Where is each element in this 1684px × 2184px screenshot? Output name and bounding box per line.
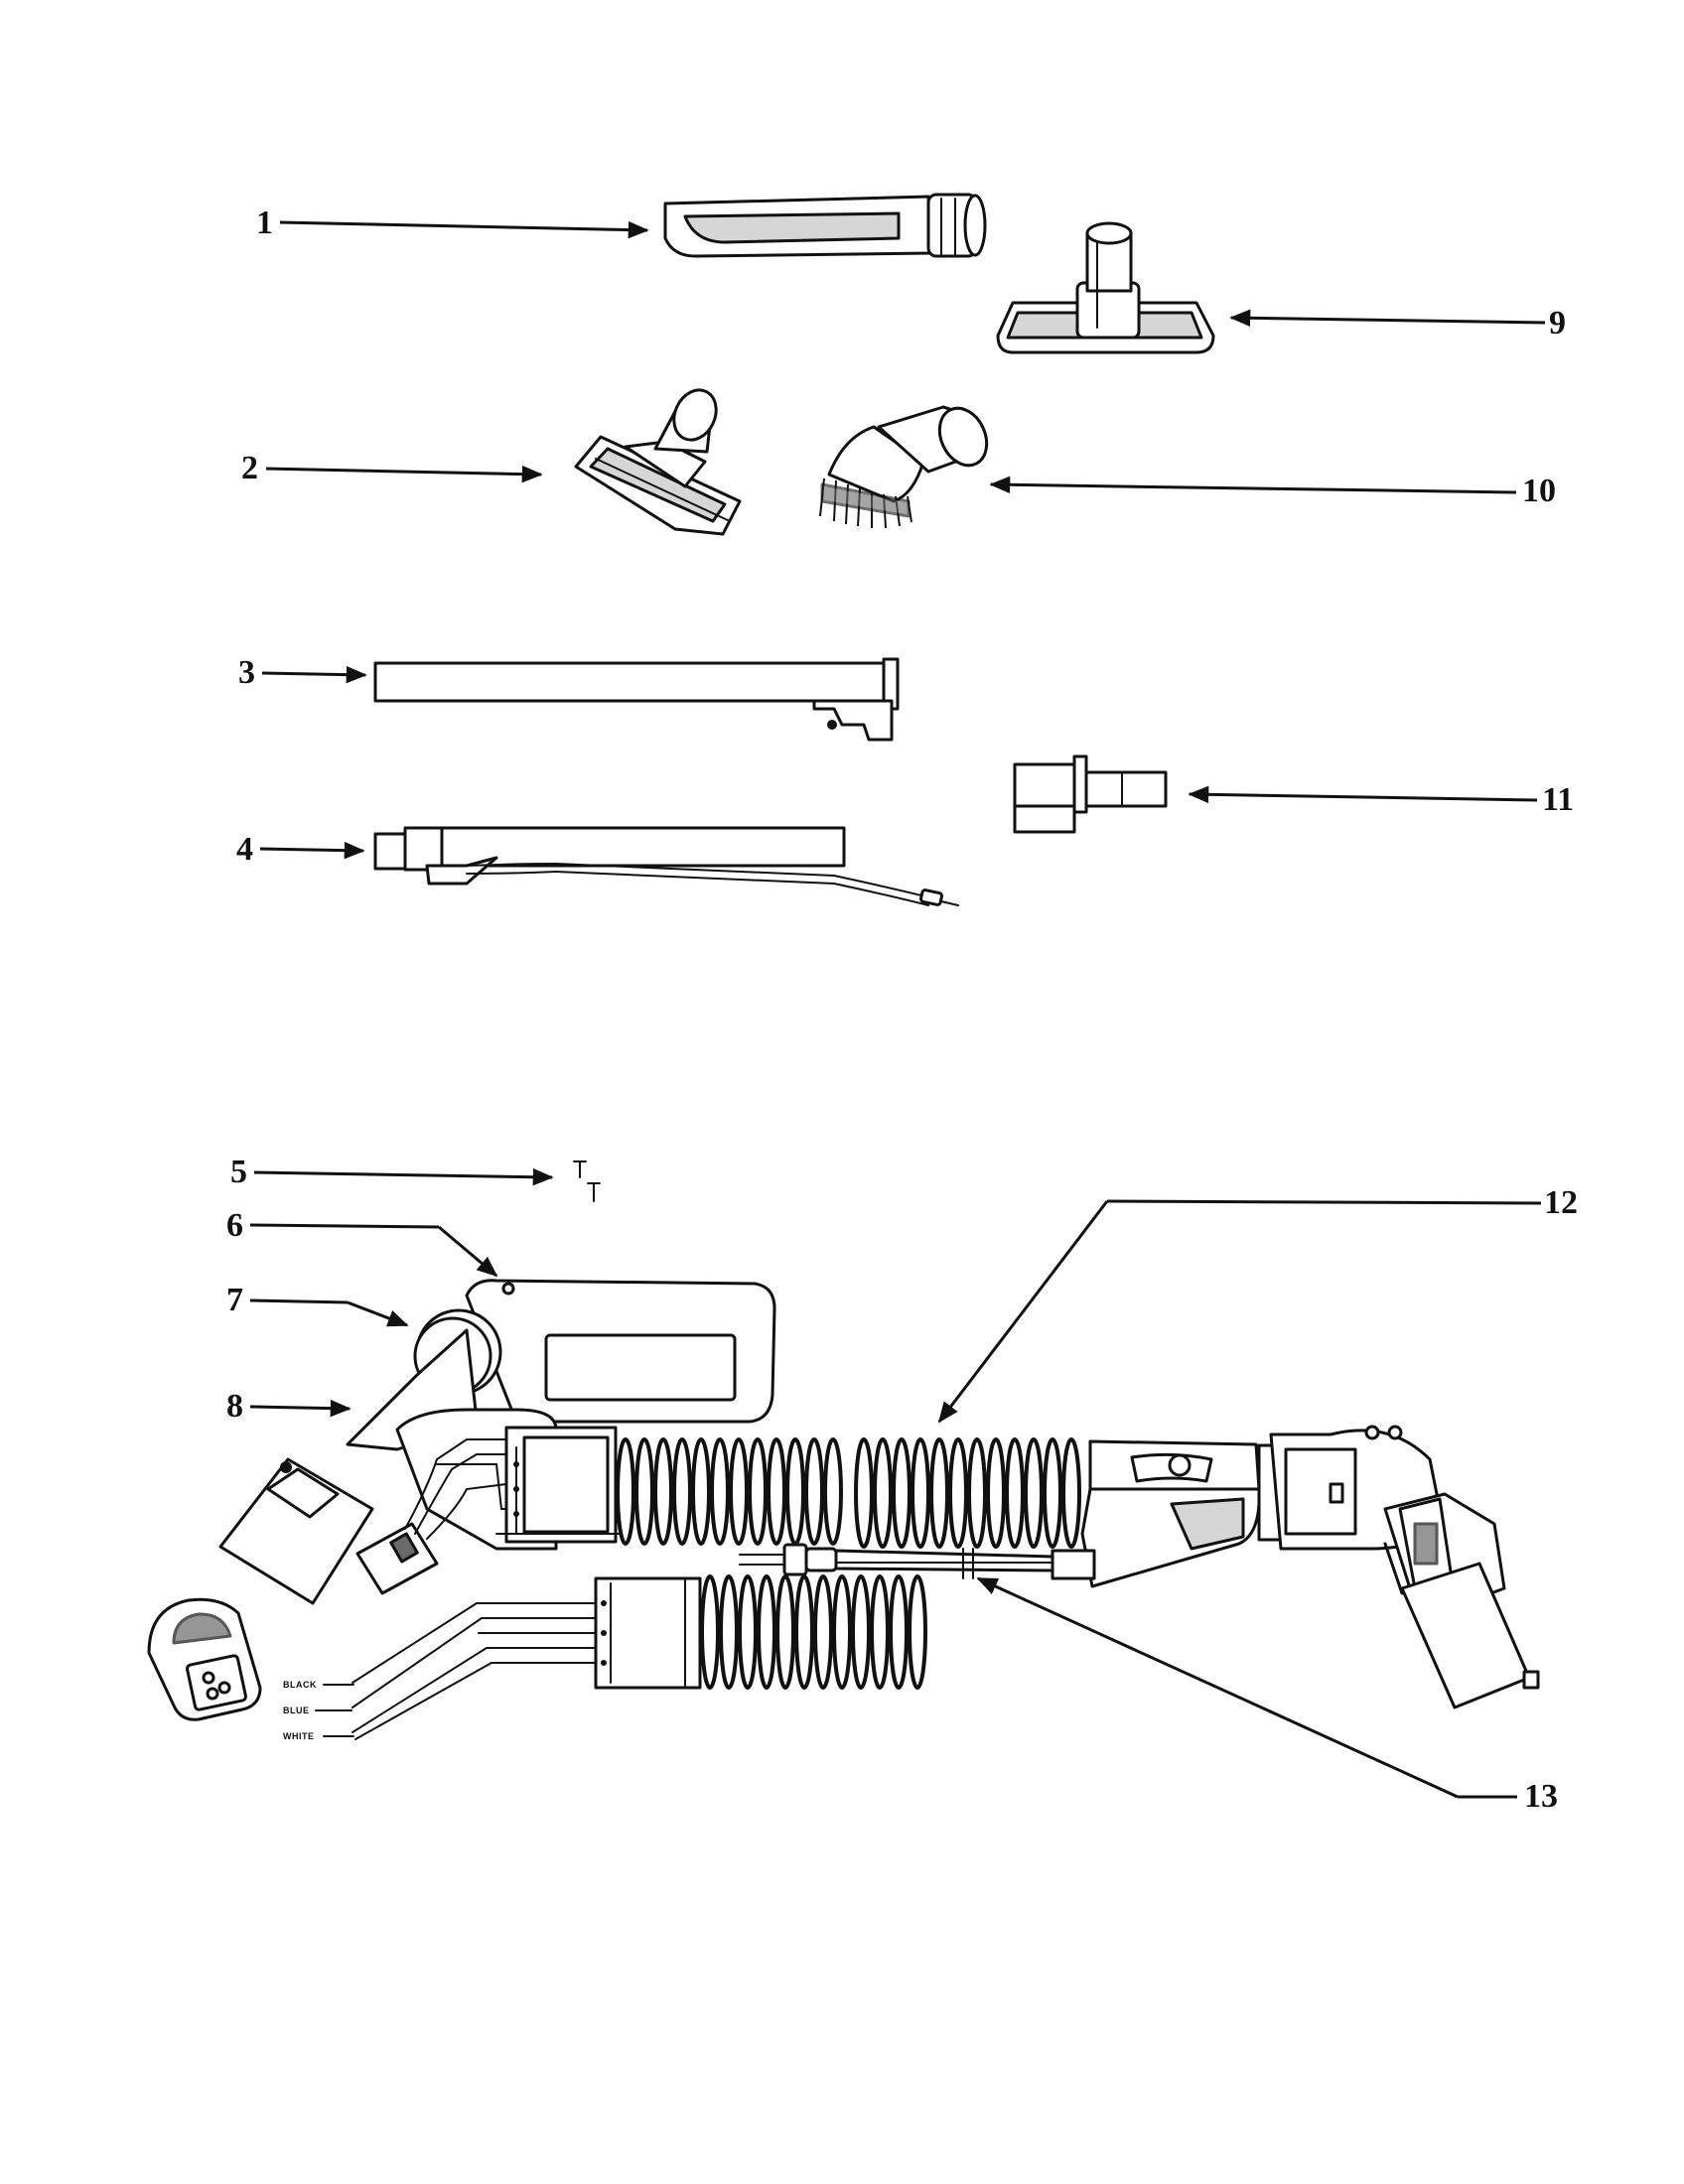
hose-coil-ring [748,1437,768,1546]
hose-coil-ring [870,1574,890,1690]
hose-coil-ring [813,1574,833,1690]
callout-11: 11 [1188,781,1574,818]
crevice-tool [663,193,987,258]
callout-11-label: 11 [1542,781,1574,818]
callout-9-leader [1229,309,1546,328]
hose-coil-ring [775,1574,795,1690]
hose-coil-ring [794,1574,814,1690]
callout-1-leader [279,220,649,239]
callout-10-leader [989,476,1517,494]
hose-coil-ring [1005,1437,1025,1549]
hose-coil-ring [1061,1437,1081,1549]
hose-coil-ring [710,1437,730,1546]
hose-coil-ring [854,1437,874,1549]
callout-2-label: 2 [241,450,258,486]
callout-2: 2 [241,450,543,486]
hose-coil-ring [967,1437,987,1549]
hose-coil-ring [757,1574,776,1690]
callout-8: 8 [226,1388,351,1425]
hose-coil-ring [653,1437,673,1546]
callout-6-label: 6 [226,1207,243,1244]
hose-coil-ring [785,1437,805,1546]
callout-6: 6 [226,1207,498,1278]
hose-coil-ring [729,1437,749,1546]
dusting-brush [819,405,989,529]
screws [573,1160,601,1202]
callout-9-label: 9 [1549,305,1566,341]
callout-6-leader-a [249,1223,440,1229]
callout-12: 12 [937,1184,1578,1424]
hose-coil-ring [823,1437,843,1546]
callout-7-leader-b [347,1300,409,1327]
hose-coil-ring [832,1574,852,1690]
callout-9: 9 [1229,305,1566,341]
hose-coil-ring [738,1574,758,1690]
callout-2-leader [265,465,543,483]
hose-coil-upper-right [854,1437,1081,1549]
callout-12-label: 12 [1544,1184,1578,1221]
hose-coil-ring [986,1437,1006,1549]
callout-6-leader-b [438,1225,498,1278]
hose-coil-ring [873,1437,893,1549]
hose-coil-ring [908,1574,927,1690]
callout-8-leader [249,1399,351,1418]
hose-coil-ring [616,1437,635,1546]
callout-5-label: 5 [230,1154,247,1190]
hose-coil-ring [719,1574,739,1690]
callout-11-leader [1188,785,1538,804]
callout-10: 10 [989,473,1556,509]
callout-4-leader [259,841,365,860]
hose-coil-lower [700,1574,927,1690]
callout-1: 1 [256,205,649,241]
wand-upper [373,657,900,742]
hose-coil-ring [948,1437,968,1549]
handle-assembly [218,1279,776,1605]
wire-label-white: WHITE [283,1731,315,1741]
hose-coil-ring [911,1437,930,1549]
adapter [1013,754,1168,834]
handle-end-cap [147,1597,262,1721]
hose-coil-ring [691,1437,711,1546]
callout-7-label: 7 [226,1282,243,1318]
callout-4-label: 4 [236,831,253,868]
hose-coil-ring [892,1437,912,1549]
callout-4: 4 [236,831,365,868]
callout-12-leader-a [1106,1199,1542,1205]
callout-10-label: 10 [1522,473,1556,509]
callout-7: 7 [226,1282,409,1327]
wire-label-blue: BLUE [283,1706,310,1715]
callout-12-leader-b [937,1200,1109,1424]
wire-labels: BLACK BLUE WHITE [283,1680,354,1741]
hose-coil-ring [851,1574,871,1690]
hose-coil-ring [767,1437,786,1546]
floor-tool [996,221,1215,354]
callout-3-leader [261,665,367,684]
hose-coil-ring [929,1437,949,1549]
hose-coil-ring [889,1574,909,1690]
callout-3-label: 3 [238,654,255,691]
wire-label-black: BLACK [283,1680,317,1690]
callout-5: 5 [230,1154,554,1190]
hose-coil-upper-left [616,1437,843,1546]
callout-13-leader-b [976,1576,1459,1799]
hose-coil-ring [672,1437,692,1546]
upholstery-tool [574,388,742,536]
callout-8-label: 8 [226,1388,243,1425]
callout-13-label: 13 [1524,1778,1558,1815]
hose-assembly [351,1425,1540,1740]
hose-coil-ring [1024,1437,1044,1549]
hose-coil-ring [700,1574,720,1690]
power-cord [739,1543,1096,1580]
hose-coil-ring [804,1437,824,1546]
hose-coil-ring [634,1437,654,1546]
callout-13: 13 [976,1576,1558,1815]
callout-3: 3 [238,654,367,691]
callout-1-label: 1 [256,205,273,241]
hose-coil-ring [1043,1437,1062,1549]
wand-lower [373,826,959,906]
callout-5-leader [253,1167,554,1186]
callout-7-leader-a [249,1298,349,1304]
